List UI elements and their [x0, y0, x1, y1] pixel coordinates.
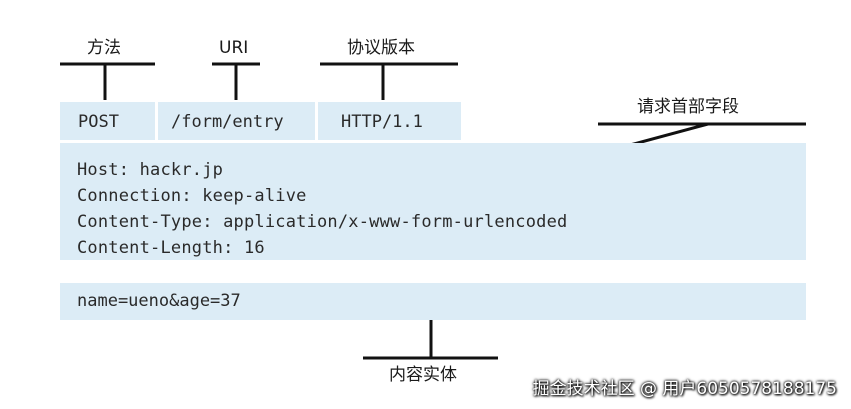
version-label: 协议版本 [347, 38, 415, 58]
version-cell: HTTP/1.1 [318, 102, 461, 140]
headers-pointer-diagonal [629, 122, 709, 147]
request-headers-label: 请求首部字段 [637, 97, 739, 117]
headers-block: Host: hackr.jp Connection: keep-alive Co… [60, 143, 806, 260]
header-line-content-type: Content-Type: application/x-www-form-url… [77, 212, 568, 232]
body-label: 内容实体 [389, 365, 457, 385]
body-value: name=ueno&age=37 [77, 291, 241, 311]
uri-value: /form/entry [171, 112, 284, 132]
body-block: name=ueno&age=37 [60, 283, 806, 320]
uri-cell: /form/entry [158, 102, 315, 140]
header-line-host: Host: hackr.jp [77, 160, 224, 180]
method-value: POST [78, 112, 119, 132]
watermark-text: 掘金技术社区 @ 用户6050578188175 [532, 379, 837, 399]
method-cell: POST [60, 102, 155, 140]
version-value: HTTP/1.1 [341, 112, 423, 132]
method-label: 方法 [87, 38, 121, 58]
header-line-connection: Connection: keep-alive [77, 186, 307, 206]
header-line-content-length: Content-Length: 16 [77, 238, 265, 258]
uri-label: URI [219, 38, 249, 58]
headers-list: Host: hackr.jp Connection: keep-alive Co… [77, 157, 567, 261]
